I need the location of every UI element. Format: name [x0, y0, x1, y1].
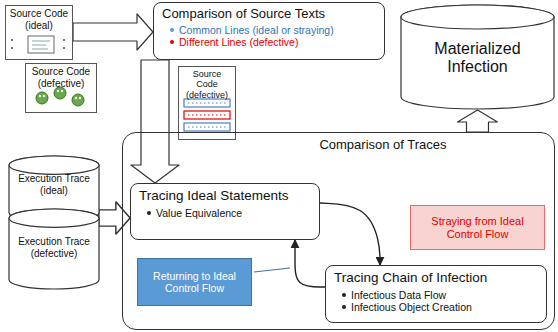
process-box: Tracing Chain of InfectionInfectious Dat… — [325, 265, 547, 323]
source-doc: Source Code (ideal) — [5, 5, 73, 60]
process-box: Tracing Ideal StatementsValue Equivalenc… — [130, 183, 320, 240]
node-label: Execution Trace (ideal) — [18, 173, 90, 196]
label-box: Straying from Ideal Control Flow — [410, 205, 545, 250]
text-row: Execution Trace (ideal) — [12, 173, 96, 196]
code-line — [32, 45, 46, 46]
bug-eye — [43, 95, 45, 97]
code-line — [32, 41, 50, 42]
node-label: Straying from Ideal Control Flow — [431, 215, 523, 240]
block-arrow — [458, 110, 498, 132]
code-dot — [63, 47, 65, 49]
bullet-dot — [342, 305, 346, 309]
code-dot — [11, 39, 13, 41]
bullet-text: Common Lines (ideal or straying) — [179, 24, 334, 36]
bug-eye — [75, 97, 77, 99]
node-label: Tracing Chain of Infection — [334, 270, 487, 285]
text-row: Source Code (ideal) — [8, 8, 70, 31]
node-label: Tracing Ideal Statements — [139, 188, 289, 203]
leader-line — [254, 268, 290, 272]
code-dot — [11, 47, 13, 49]
text-row: Different Lines (defective) — [162, 36, 376, 48]
bullet-text: Value Equivalence — [156, 207, 242, 219]
bullet-dot — [170, 28, 174, 32]
bug-eye — [57, 90, 59, 92]
bug-eye — [39, 95, 41, 97]
bug-eye — [79, 97, 81, 99]
text-row: Tracing Chain of Infection — [334, 270, 538, 286]
bug-icon — [36, 92, 48, 104]
node-label: Source Code (ideal) — [10, 8, 68, 31]
cylinder-top — [9, 209, 99, 227]
different-line — [184, 111, 230, 119]
text-row: Value Equivalence — [139, 207, 311, 219]
node-label: Returning to Ideal Control Flow — [153, 270, 236, 294]
block-arrow — [99, 202, 130, 234]
cylinder-top — [401, 5, 554, 29]
bug-eye — [61, 90, 63, 92]
text-row: Comparison of Traces — [301, 138, 465, 153]
text-row: Infectious Data Flow — [334, 289, 538, 301]
source-doc: Source Code (defective) — [25, 63, 97, 113]
bug-icon — [72, 94, 84, 106]
node-label: Source Code (defective) — [186, 69, 228, 100]
cylinder-body — [9, 209, 99, 289]
text-row: Comparison of Source Texts — [162, 7, 376, 22]
block-arrow — [73, 14, 153, 50]
label-box: Returning to Ideal Control Flow — [137, 258, 252, 306]
database-cylinder: Execution Trace (defective) — [8, 208, 100, 290]
node-label: Materialized Infection — [434, 40, 520, 75]
common-line — [184, 123, 230, 131]
cylinder-top — [9, 156, 99, 174]
text-row: Common Lines (ideal or straying) — [162, 24, 376, 36]
text-row: Tracing Ideal Statements — [139, 188, 311, 204]
text-row: Infectious Object Creation — [334, 301, 538, 313]
source-doc: Source Code (defective) — [178, 66, 236, 140]
node-label: Comparison of Source Texts — [162, 6, 325, 21]
region-box: Comparison of TracesTracing Ideal Statem… — [122, 132, 555, 330]
text-row: Source Code (defective) — [28, 66, 94, 89]
bug-icon — [54, 87, 66, 99]
line-dots — [188, 115, 226, 116]
flow-arrow — [295, 240, 325, 287]
flow-arrow — [320, 203, 380, 265]
bullet-text: Infectious Data Flow — [351, 289, 446, 301]
node-label: Execution Trace (defective) — [18, 236, 90, 259]
line-dots — [188, 127, 226, 128]
text-row: Source Code (defective) — [181, 69, 233, 100]
cylinder-body — [401, 5, 554, 109]
code-line — [32, 49, 48, 50]
bullet-text: Infectious Object Creation — [351, 301, 472, 313]
text-row: Returning to Ideal Control Flow — [143, 270, 246, 294]
bullet-dot — [147, 211, 151, 215]
block-arrow — [131, 60, 179, 183]
text-row: Materialized Infection — [404, 40, 551, 77]
code-dot — [63, 39, 65, 41]
bullet-dot — [342, 293, 346, 297]
node-label: Source Code (defective) — [32, 66, 90, 89]
text-row: Straying from Ideal Control Flow — [416, 215, 539, 240]
cylinder-outline — [400, 4, 555, 110]
bullet-dot — [170, 40, 174, 44]
bullet-text: Different Lines (defective) — [179, 36, 298, 48]
text-row: Execution Trace (defective) — [12, 236, 96, 259]
process-box: Comparison of Source TextsCommon Lines (… — [153, 2, 385, 60]
common-line — [184, 99, 230, 107]
database-cylinder: Materialized Infection — [400, 4, 555, 110]
node-label: Comparison of Traces — [319, 137, 446, 152]
line-dots — [188, 103, 226, 104]
block-arrow — [99, 202, 130, 234]
code-icon — [28, 36, 54, 53]
